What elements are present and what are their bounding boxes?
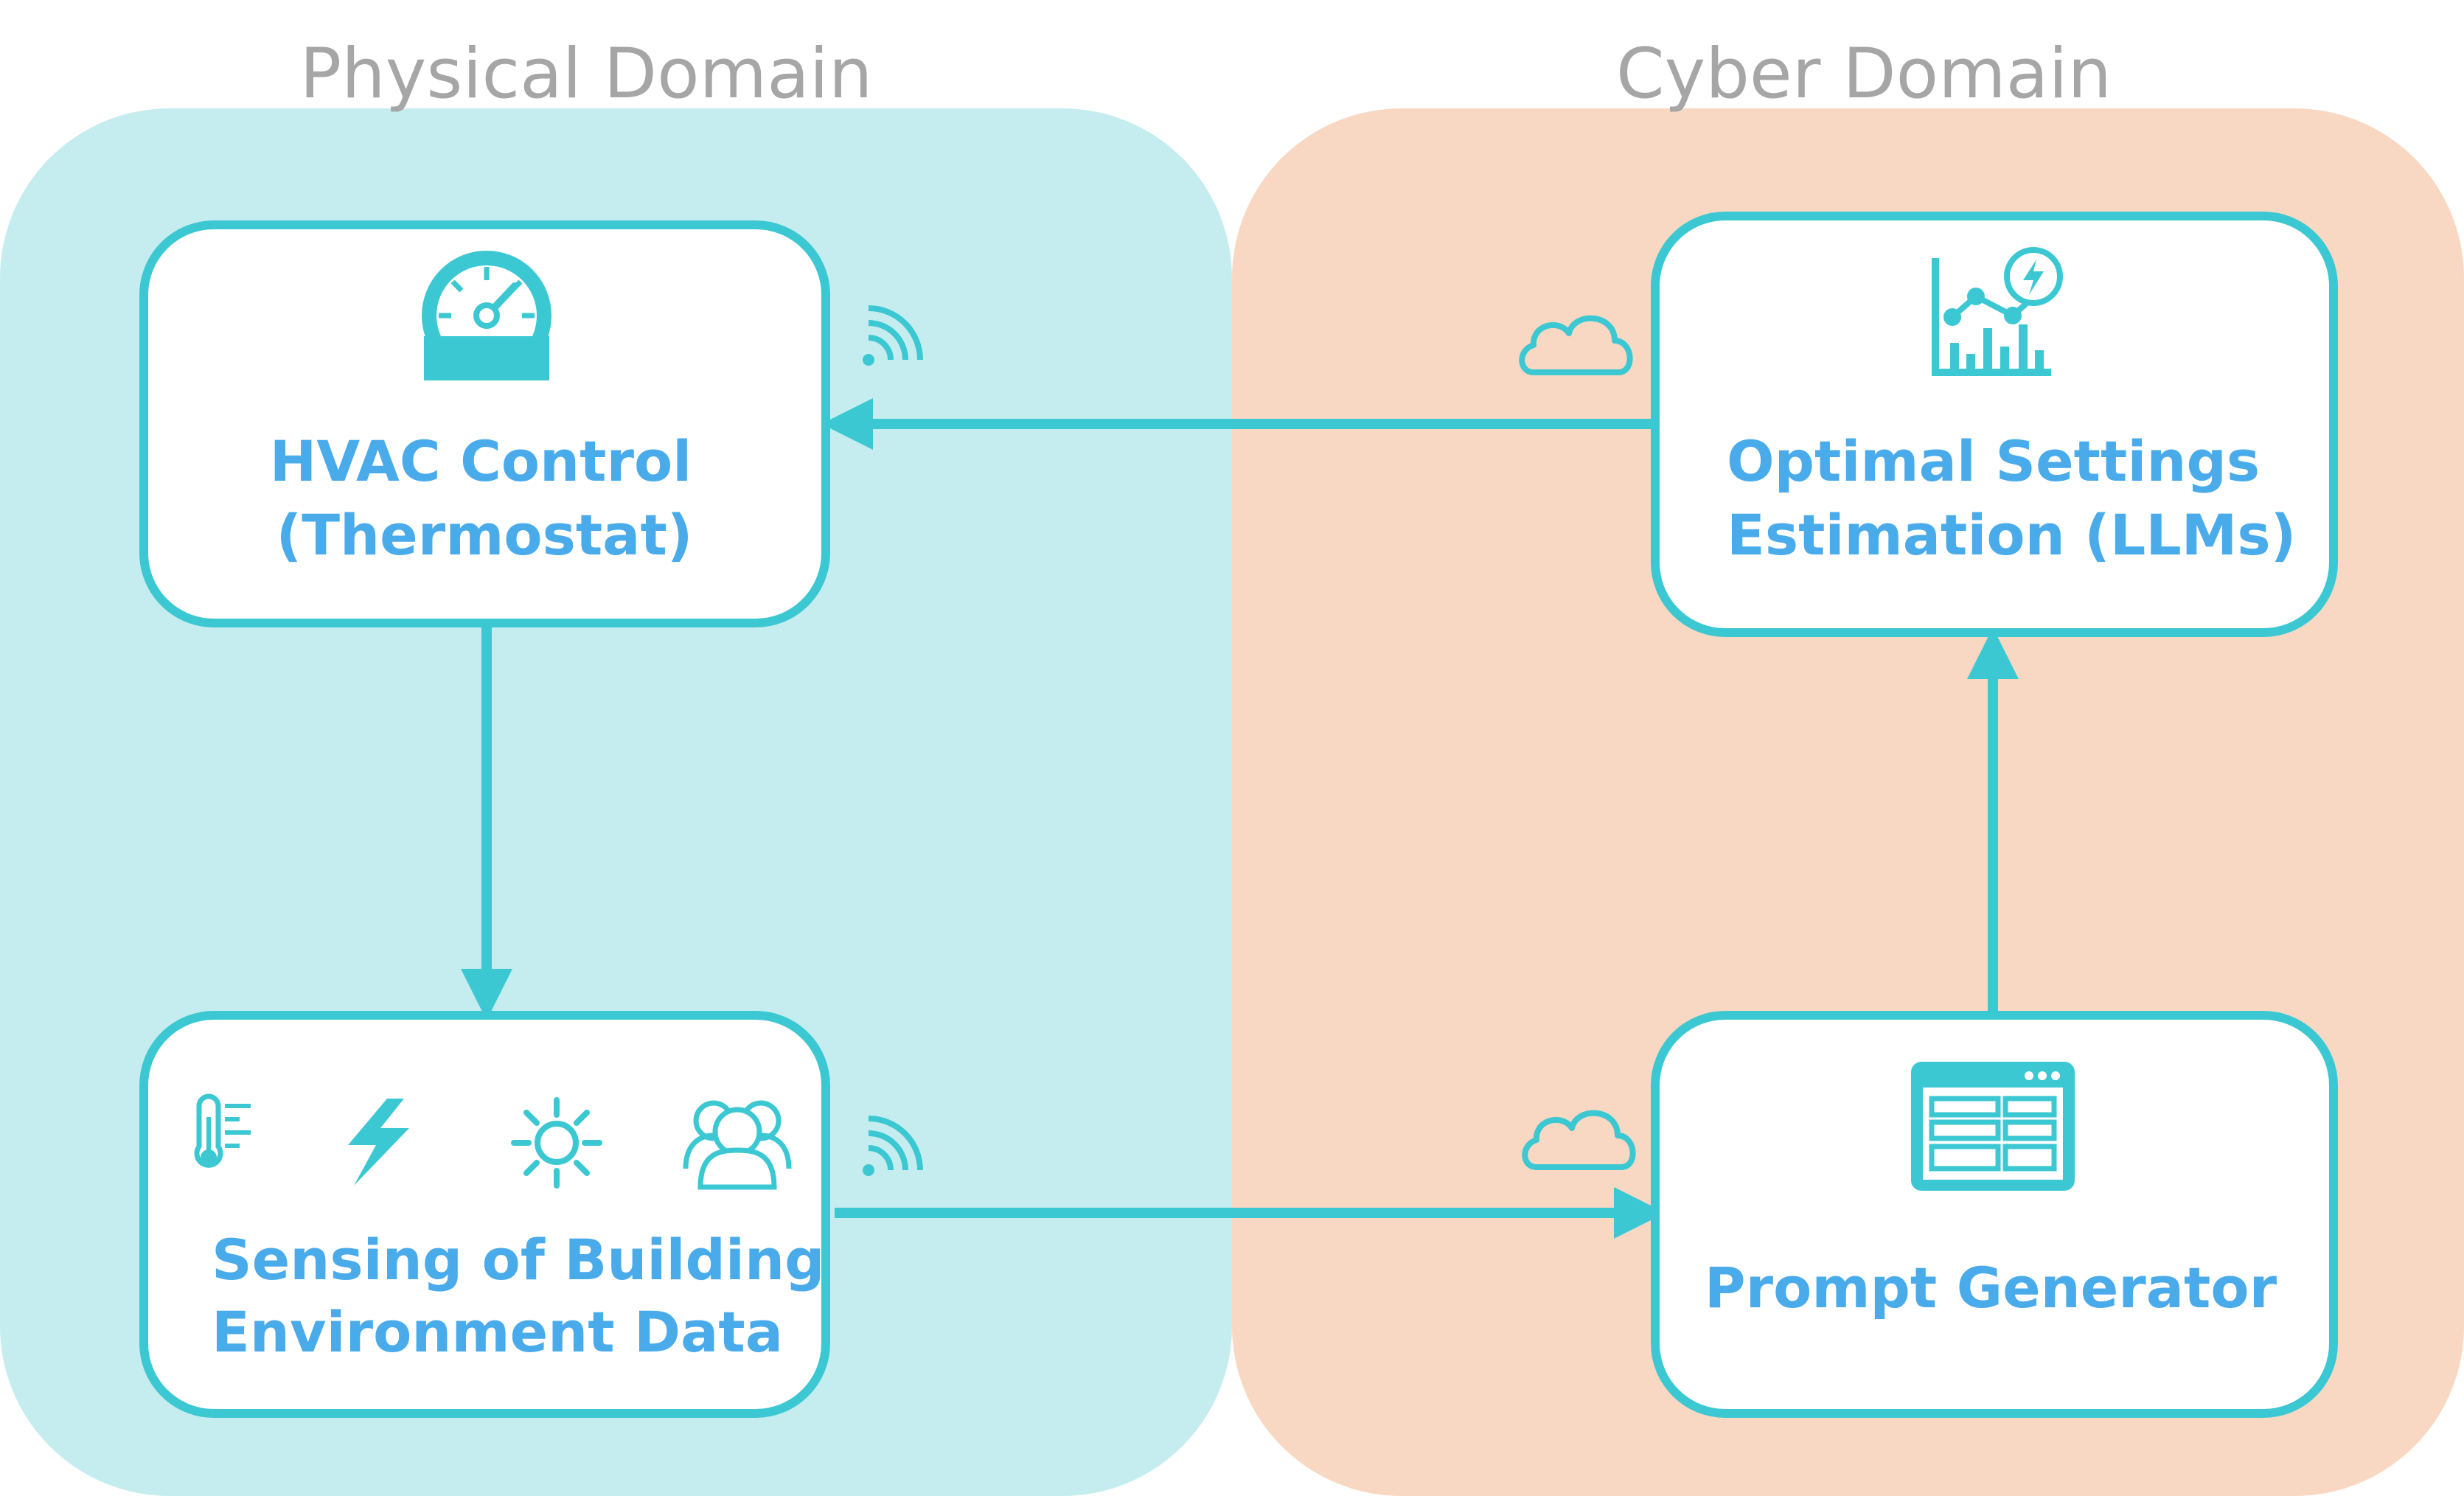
hvac-label-line2: (Thermostat) bbox=[276, 502, 692, 568]
lightning-icon bbox=[348, 1099, 409, 1186]
cloud-icon bbox=[1522, 1110, 1636, 1170]
thermometer-icon bbox=[194, 1093, 251, 1168]
prompt-label: Prompt Generator bbox=[1705, 1255, 2277, 1321]
gauge-icon bbox=[422, 251, 551, 380]
cyber-domain-title: Cyber Domain bbox=[1616, 34, 2112, 114]
optimal-settings-box bbox=[1651, 212, 2338, 637]
wireless-signal-icon bbox=[863, 305, 923, 366]
dashboard-window-icon bbox=[1911, 1062, 2075, 1191]
wireless-signal-icon bbox=[863, 1116, 923, 1176]
prompt-generator-box bbox=[1651, 1011, 2338, 1418]
sensing-label-line2: Environment Data bbox=[212, 1299, 783, 1365]
sensing-box bbox=[139, 1011, 830, 1418]
optimal-label-line2: Estimation (LLMs) bbox=[1727, 502, 2296, 568]
sensing-label-line1: Sensing of Building bbox=[212, 1227, 824, 1293]
hvac-label-line1: HVAC Control bbox=[270, 428, 692, 494]
sun-icon bbox=[511, 1097, 602, 1189]
people-icon bbox=[683, 1100, 792, 1190]
analytics-chart-icon bbox=[1932, 247, 2063, 376]
cloud-icon bbox=[1519, 315, 1633, 375]
physical-domain-title: Physical Domain bbox=[299, 34, 872, 114]
hvac-control-box bbox=[139, 220, 830, 627]
optimal-label-line1: Optimal Settings bbox=[1727, 428, 2260, 494]
